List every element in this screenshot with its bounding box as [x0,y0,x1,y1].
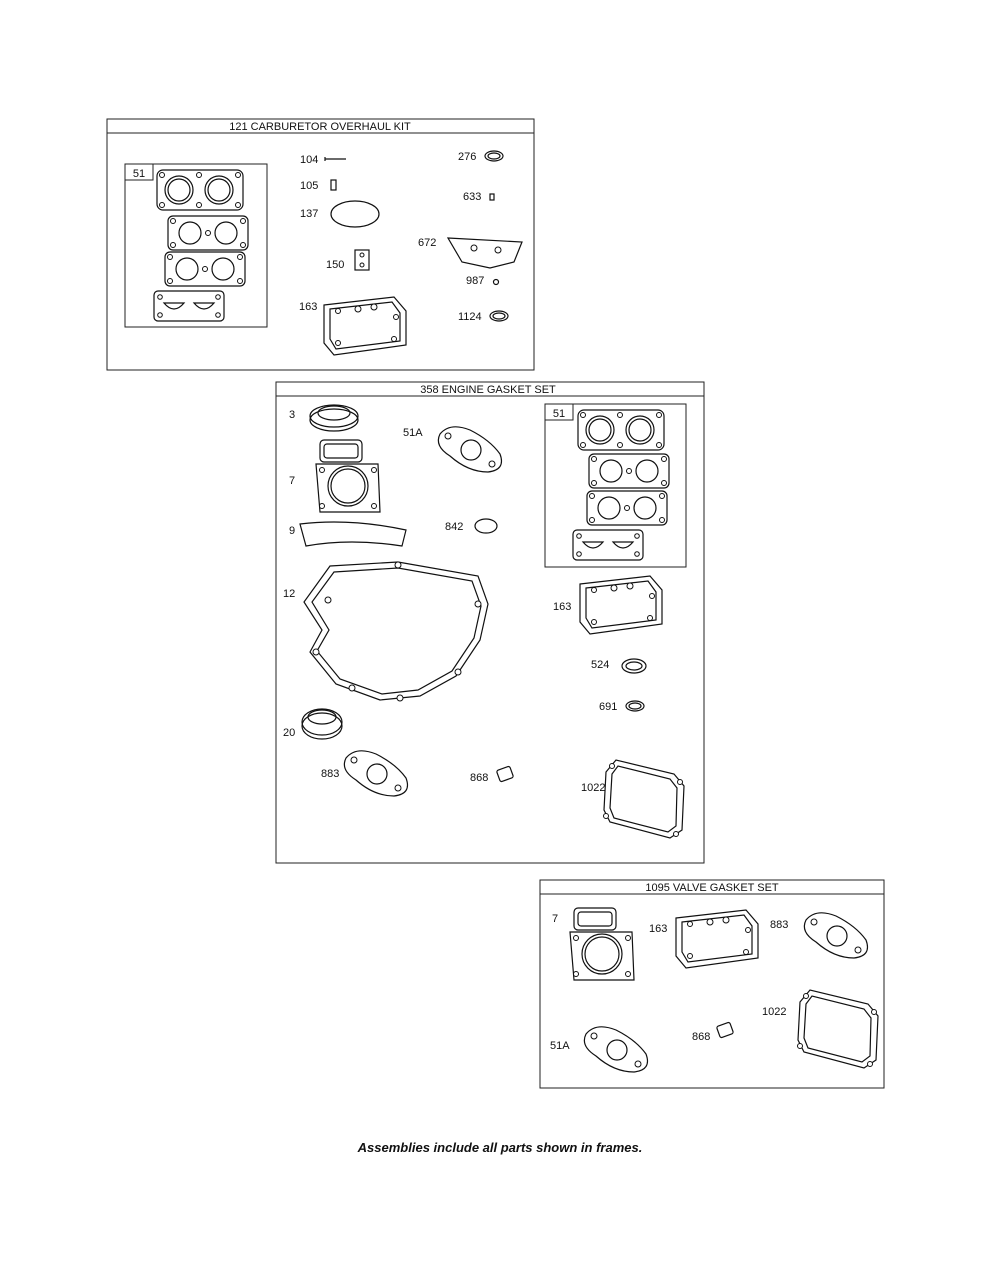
part-label: 1022 [581,782,605,794]
kit-title: 358 ENGINE GASKET SET [420,384,556,396]
part-label: 3 [289,409,295,421]
part-label: 1022 [762,1006,786,1018]
part-label: 633 [463,191,481,203]
engine-gasket-set-frame: 358 ENGINE GASKET SET 3 51A 51 7 9 842 1… [275,381,705,864]
part-label: 868 [470,772,488,784]
part-label: 137 [300,208,318,220]
kit-title: 121 CARBURETOR OVERHAUL KIT [229,121,411,133]
carburetor-overhaul-kit-frame: 121 CARBURETOR OVERHAUL KIT 51 104 105 1… [106,118,535,371]
footer-note: Assemblies include all parts shown in fr… [357,1140,643,1155]
part-label: 7 [289,475,295,487]
valve-gasket-set-frame: 1095 VALVE GASKET SET 7 163 883 1022 51A… [539,879,885,1089]
part-label: 883 [770,919,788,931]
part-label: 51 [133,168,145,180]
part-label: 105 [300,180,318,192]
part-label: 150 [326,259,344,271]
part-label: 104 [300,154,318,166]
part-label: 9 [289,525,295,537]
part-label: 691 [599,701,617,713]
part-label: 20 [283,727,295,739]
part-label: 883 [321,768,339,780]
part-label: 51A [550,1040,570,1052]
part-label: 868 [692,1031,710,1043]
part-label: 163 [299,301,317,313]
part-label: 987 [466,275,484,287]
part-label: 51 [553,408,565,420]
part-label: 163 [553,601,571,613]
part-label: 524 [591,659,609,671]
part-label: 7 [552,913,558,925]
part-label: 276 [458,151,476,163]
part-label: 12 [283,588,295,600]
kit-title: 1095 VALVE GASKET SET [645,882,779,894]
part-label: 1124 [458,311,482,323]
part-label: 163 [649,923,667,935]
part-label: 842 [445,521,463,533]
part-label: 672 [418,237,436,249]
part-label: 51A [403,427,423,439]
